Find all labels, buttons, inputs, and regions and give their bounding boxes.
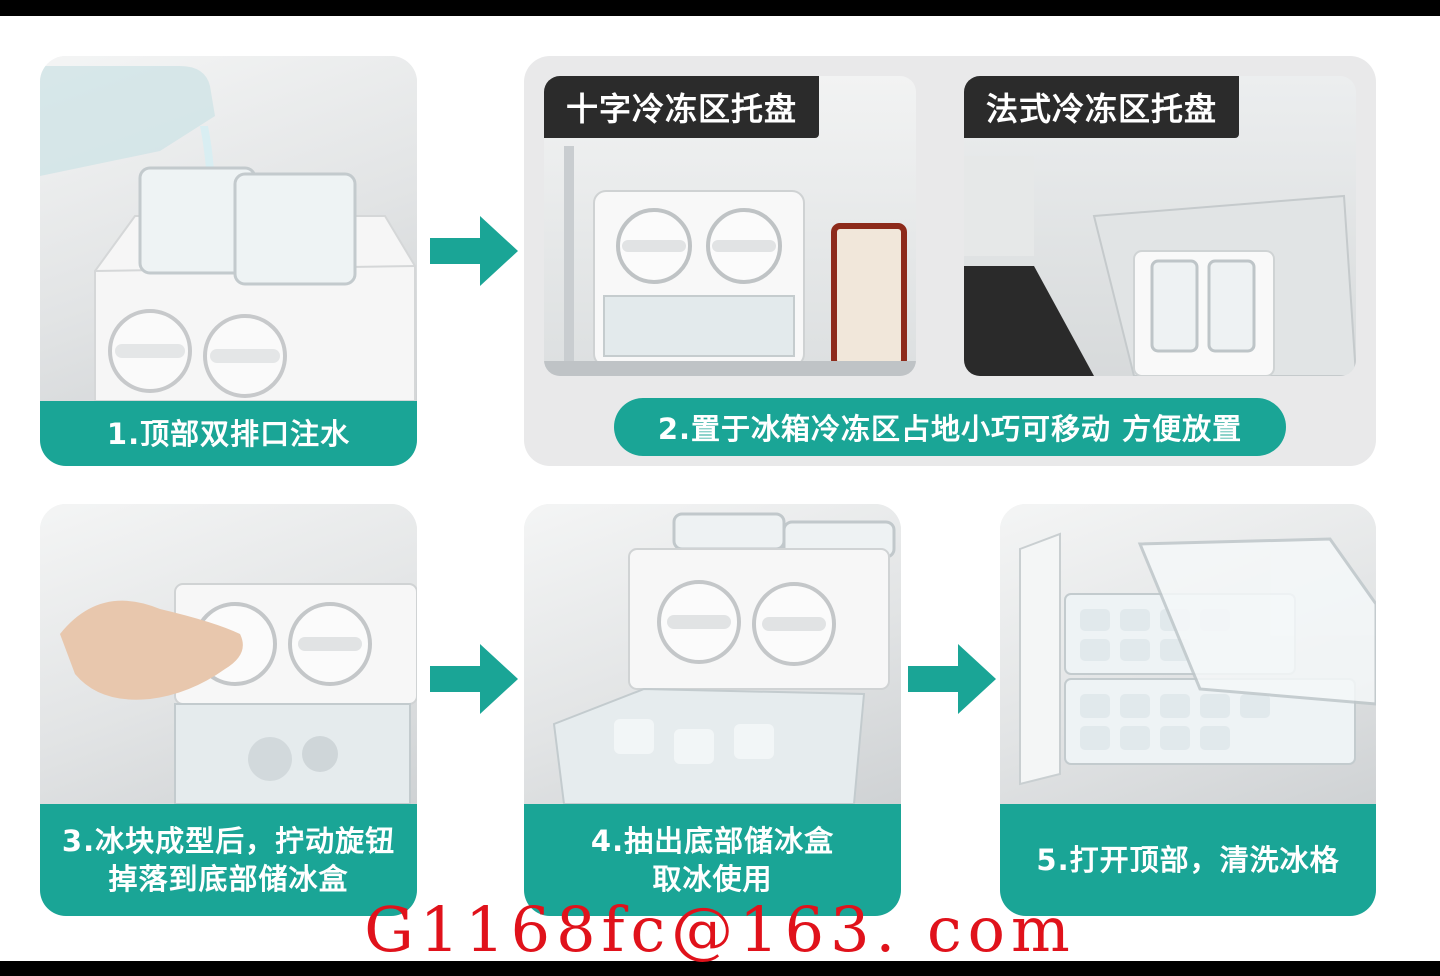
step-4-caption-line-2: 取冰使用 [652,862,773,896]
freezer-cross-tray-illustration [544,146,916,376]
email-watermark: G1168fc@163. com [364,893,1076,966]
step-2-tag-french-text: 法式冷冻区托盘 [986,90,1218,128]
step-4-photo [524,504,901,804]
step-2-caption-text: 2.置于冰箱冷冻区占地小巧可移动 方便放置 [657,412,1243,446]
right-arrow-icon [430,644,518,714]
step-4-card: 4.抽出底部储冰盒 取冰使用 [524,504,901,916]
ice-drawer-pulled-illustration [552,512,896,804]
step-3-caption: 3.冰块成型后，拧动旋钮 掉落到底部储冰盒 [40,804,417,916]
freezer-french-tray-illustration [964,156,1356,376]
step-1-photo [40,56,417,401]
step-2-tag-cross-text: 十字冷冻区托盘 [566,90,798,128]
step-3-card: 3.冰块成型后，拧动旋钮 掉落到底部储冰盒 [40,504,417,916]
step-4-caption-line-1: 4.抽出底部储冰盒 [590,824,835,858]
step-4-caption: 4.抽出底部储冰盒 取冰使用 [524,804,901,916]
step-2-photo-right: 法式冷冻区托盘 [964,76,1356,376]
step-2-tag-french: 法式冷冻区托盘 [964,76,1240,138]
step-2-tag-cross: 十字冷冻区托盘 [544,76,820,138]
infographic-canvas: 1.顶部双排口注水 十字冷冻区托盘 [0,16,1440,961]
hand-turning-knob-illustration [60,583,417,804]
step-5-photo [1000,504,1376,804]
step-3-photo [40,504,417,804]
step-5-card: 5.打开顶部，清洗冰格 [1000,504,1376,916]
ice-maker-pouring-illustration [40,66,416,401]
step-2-photo-left: 十字冷冻区托盘 [544,76,916,376]
step-3-caption-line-2: 掉落到底部储冰盒 [108,862,349,896]
step-1-card: 1.顶部双排口注水 [40,56,417,466]
step-5-caption: 5.打开顶部，清洗冰格 [1000,804,1376,916]
step-1-caption: 1.顶部双排口注水 [40,401,417,466]
right-arrow-icon [908,644,996,714]
step-2-caption: 2.置于冰箱冷冻区占地小巧可移动 方便放置 [614,398,1286,456]
right-arrow-icon [430,216,518,286]
step-1-caption-text: 1.顶部双排口注水 [106,416,351,451]
step-2-card: 十字冷冻区托盘 法式冷冻区托盘 2.置于冰箱冷冻区占地小巧可移动 方便放置 [524,56,1376,466]
step-3-caption-line-1: 3.冰块成型后，拧动旋钮 [61,824,396,858]
open-ice-tray-illustration [1019,532,1376,786]
step-5-caption-text: 5.打开顶部，清洗冰格 [1036,843,1340,877]
